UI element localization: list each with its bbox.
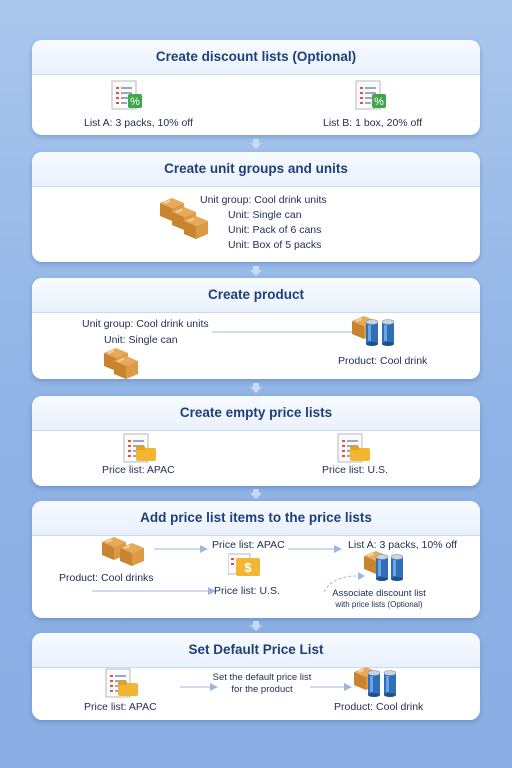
document-folder-icon	[123, 433, 156, 463]
arrow-icon	[310, 683, 352, 691]
product-label: Product: Cool drink	[334, 701, 424, 713]
step-card-default-price-list: Set Default Price List Price list: APAC …	[32, 633, 480, 720]
unit-label: Unit: Pack of 6 cans	[228, 224, 322, 236]
price-list-apac: Price list: APAC	[102, 464, 175, 476]
default-note-line2: for the product	[231, 684, 293, 695]
price-list-us: Price list: U.S.	[214, 585, 280, 597]
boxes-icon	[102, 537, 144, 566]
arrow-icon	[180, 683, 218, 691]
arrow-icon	[212, 328, 370, 336]
default-note-line1: Set the default price list	[212, 672, 312, 683]
document-percent-icon: %	[355, 80, 386, 110]
step-title: Add price list items to the price lists	[32, 501, 480, 536]
step-card-unit-groups: Create unit groups and units Unit group:…	[32, 152, 480, 262]
document-percent-icon: %	[111, 80, 142, 110]
boxes-icon	[104, 348, 138, 379]
svg-text:$: $	[244, 560, 252, 575]
dollar-folder-icon: $	[228, 553, 260, 576]
arrow-icon	[288, 545, 342, 553]
step-card-create-product: Create product Unit group: Cool drink un…	[32, 278, 480, 379]
svg-text:%: %	[130, 96, 140, 108]
unit-label: Unit: Single can	[228, 209, 302, 221]
product-label: Product: Cool drink	[338, 355, 428, 367]
down-arrow-icon	[250, 621, 262, 631]
discount-list-b: List B: 1 box, 20% off	[323, 117, 423, 129]
down-arrow-icon	[250, 139, 262, 149]
associate-note-line2: with price lists (Optional)	[335, 600, 423, 609]
cans-icon	[352, 316, 395, 347]
down-arrow-icon	[250, 383, 262, 393]
discount-list-a: List A: 3 packs, 10% off	[348, 539, 457, 551]
step-card-discount-lists: Create discount lists (Optional) % List …	[32, 40, 480, 135]
step-title: Create product	[32, 278, 480, 313]
cans-icon	[364, 551, 404, 582]
unit-label: Unit: Single can	[104, 334, 178, 346]
unit-label: Unit: Box of 5 packs	[228, 239, 322, 251]
price-list-apac: Price list: APAC	[212, 539, 285, 551]
step-title: Create unit groups and units	[32, 152, 480, 187]
step-title: Set Default Price List	[32, 633, 480, 668]
cans-icon	[354, 667, 397, 698]
down-arrow-icon	[250, 266, 262, 276]
unit-group-label: Unit group: Cool drink units	[82, 318, 209, 330]
associate-note-line1: Associate discount list	[332, 588, 426, 599]
step-card-empty-price-lists: Create empty price lists Price list: APA…	[32, 396, 480, 486]
product-label: Product: Cool drinks	[59, 572, 154, 584]
price-list-apac: Price list: APAC	[84, 701, 157, 713]
arrow-icon	[154, 545, 208, 553]
arrow-icon	[323, 572, 365, 593]
document-folder-icon	[337, 433, 370, 463]
associate-note: Associate discount list with price lists…	[314, 588, 444, 610]
svg-text:%: %	[374, 96, 384, 108]
arrow-icon	[92, 587, 216, 595]
default-note: Set the default price list for the produ…	[212, 672, 312, 696]
document-folder-icon	[105, 668, 138, 698]
step-title: Create discount lists (Optional)	[32, 40, 480, 75]
step-card-add-price-list-items: Add price list items to the price lists …	[32, 501, 480, 618]
price-list-us: Price list: U.S.	[322, 464, 388, 476]
unit-group-label: Unit group: Cool drink units	[200, 194, 327, 206]
step-title: Create empty price lists	[32, 396, 480, 431]
down-arrow-icon	[250, 489, 262, 499]
discount-list-a: List A: 3 packs, 10% off	[84, 117, 193, 129]
